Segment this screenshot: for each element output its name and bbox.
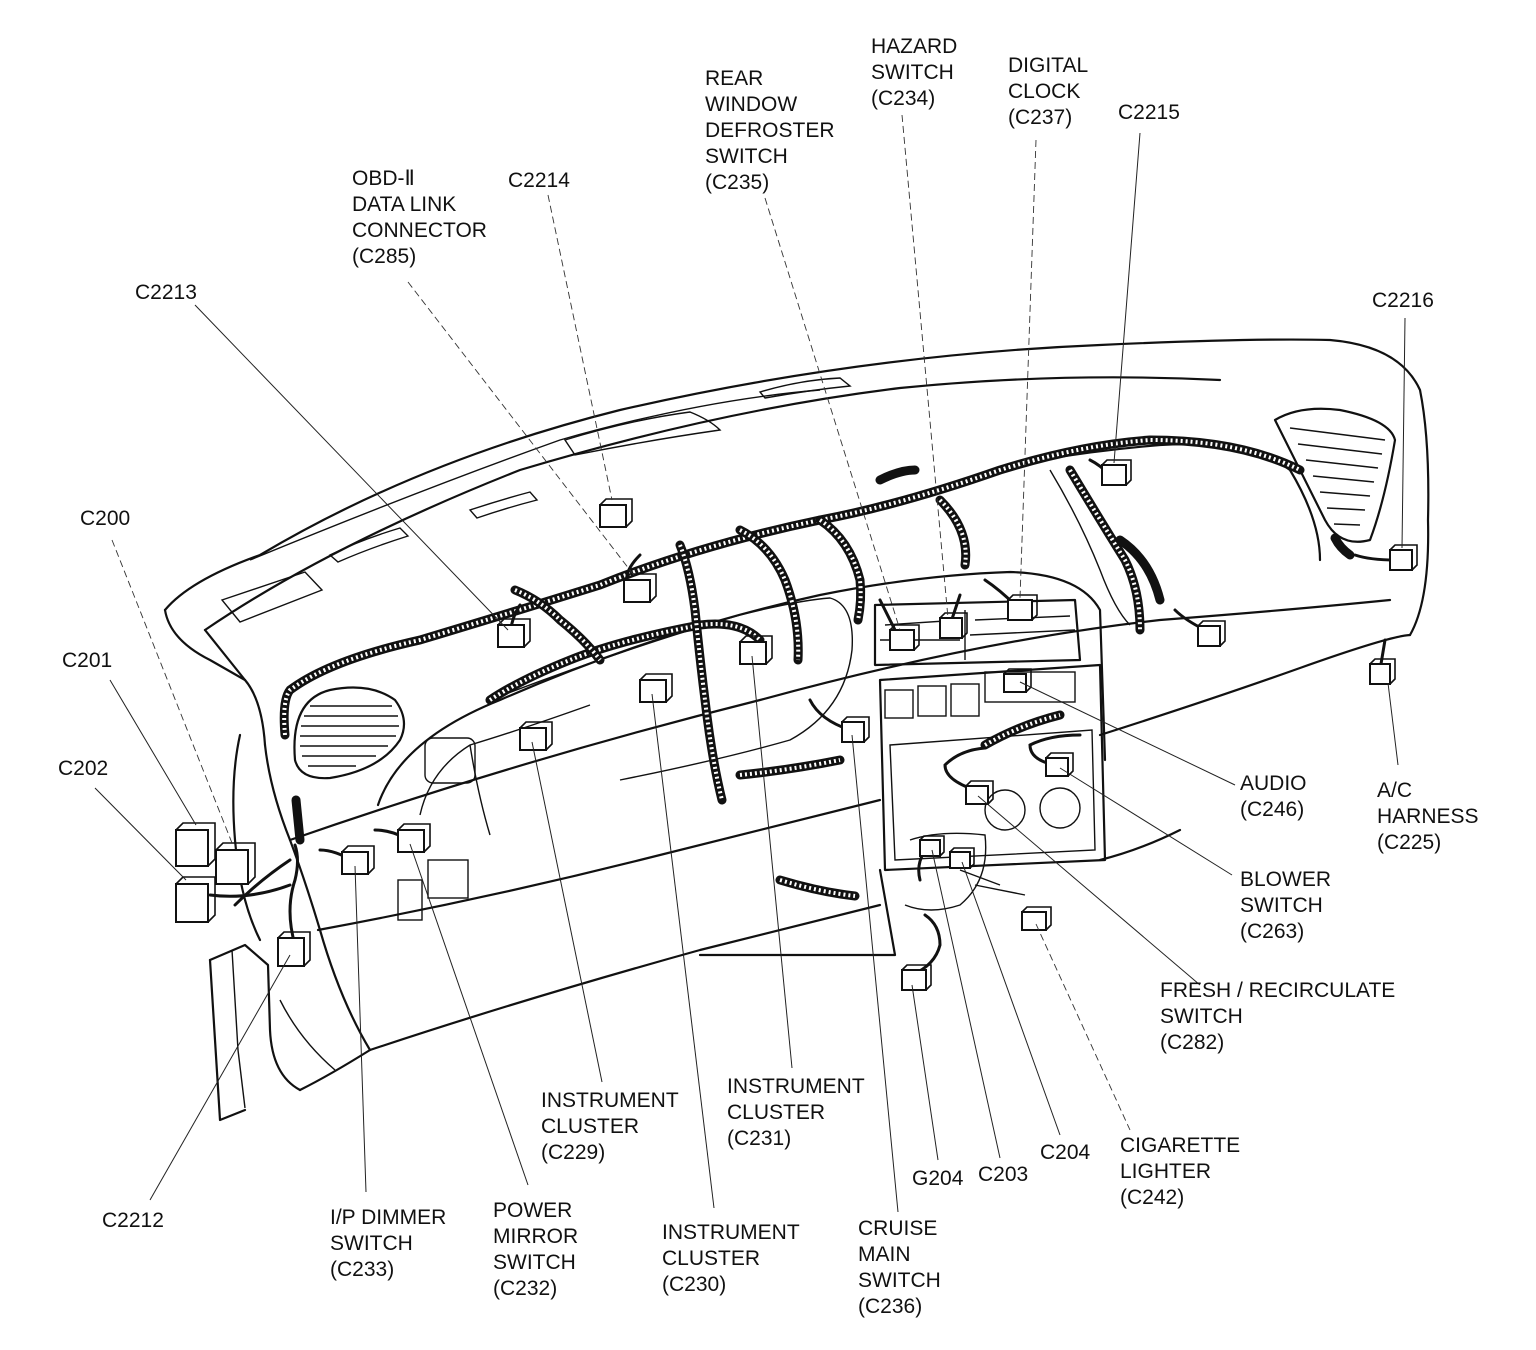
label-cruise-main-switch: CRUISE MAIN SWITCH (C236) [858, 1217, 941, 1318]
connector-c202 [175, 876, 216, 923]
label-blower-switch: BLOWER SWITCH (C263) [1240, 868, 1332, 943]
connector-c237 [1007, 594, 1038, 621]
right-vent [1273, 407, 1397, 543]
label-ip-dimmer-switch: I/P DIMMER SWITCH (C233) [330, 1206, 447, 1281]
label-c204: C204 [1040, 1141, 1091, 1164]
left-vent [293, 686, 406, 780]
label-c2214: C2214 [508, 169, 570, 192]
label-g204: G204 [912, 1167, 964, 1190]
connector-c200 [215, 842, 256, 885]
label-fresh-recirculate-switch: FRESH / RECIRCULATE SWITCH (C282) [1160, 979, 1396, 1054]
connector-c2214 [599, 498, 633, 528]
connector-c203 [919, 835, 945, 857]
label-c201: C201 [62, 649, 113, 672]
label-c2215: C2215 [1118, 101, 1180, 124]
connector-c233 [341, 845, 375, 875]
label-audio: AUDIO (C246) [1240, 772, 1307, 821]
label-c2216: C2216 [1372, 289, 1434, 312]
connector-c225 [1369, 658, 1396, 685]
connector-c285 [623, 573, 657, 603]
wiring-harness [279, 435, 1355, 901]
label-hazard-switch: HAZARD SWITCH (C234) [871, 35, 958, 110]
connector-c235 [889, 624, 920, 651]
label-c2212: C2212 [102, 1209, 164, 1232]
connector-c236 [841, 716, 870, 743]
connector-right-mid [1197, 620, 1226, 647]
label-power-mirror-switch: POWER MIRROR SWITCH (C232) [493, 1199, 579, 1300]
label-obd-data-link-connector: OBD-Ⅱ DATA LINK CONNECTOR (C285) [352, 167, 487, 268]
connector-c2215 [1101, 459, 1132, 486]
connector-c263 [1045, 752, 1074, 777]
label-c202: C202 [58, 757, 109, 780]
label-c203: C203 [978, 1163, 1029, 1186]
dashboard-outline [163, 338, 1430, 1122]
connector-c229 [519, 721, 553, 751]
thin-wires [208, 458, 1397, 977]
label-c200: C200 [80, 507, 131, 530]
label-cigarette-lighter: CIGARETTE LIGHTER (C242) [1120, 1134, 1241, 1209]
connector-c2216 [1389, 544, 1418, 571]
label-ac-harness: A/C HARNESS (C225) [1377, 779, 1479, 854]
connector-c234 [939, 612, 968, 639]
connector-c2213 [497, 618, 531, 648]
label-rear-window-defroster-switch: REAR WINDOW DEFROSTER SWITCH (C235) [705, 67, 835, 194]
connector-c230 [639, 673, 673, 703]
connector-c232 [397, 823, 431, 853]
label-instrument-cluster-c231: INSTRUMENT CLUSTER (C231) [727, 1075, 865, 1150]
label-c2213: C2213 [135, 281, 197, 304]
label-instrument-cluster-c229: INSTRUMENT CLUSTER (C229) [541, 1089, 679, 1164]
connector-c2212 [277, 931, 311, 967]
connector-c201 [175, 822, 216, 867]
connector-c204 [949, 847, 975, 869]
leader-lines [94, 114, 1406, 1213]
connector-g204 [901, 964, 932, 991]
label-instrument-cluster-c230: INSTRUMENT CLUSTER (C230) [662, 1221, 800, 1296]
connector-c242 [1021, 906, 1052, 931]
label-digital-clock: DIGITAL CLOCK (C237) [1008, 54, 1089, 129]
connector-c282 [965, 780, 994, 805]
connector-c246 [1003, 668, 1032, 693]
